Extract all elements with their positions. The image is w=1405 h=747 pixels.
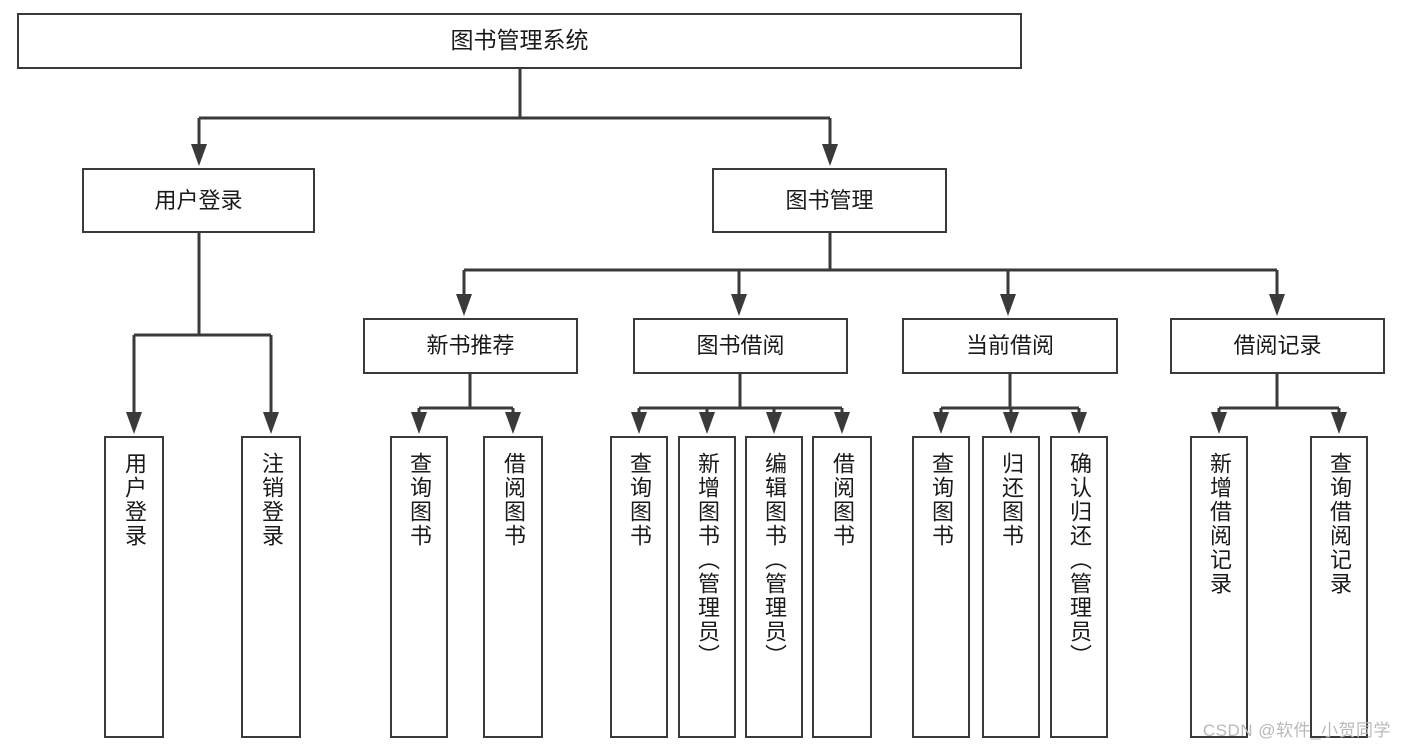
node-label: 查询图书 (407, 452, 432, 548)
node-label: 归还图书 (999, 452, 1024, 548)
node-label: 新增图书（管理员） (695, 452, 720, 668)
c-current-arrowhead-0 (933, 412, 949, 434)
node-l_q_rec[interactable]: 查询借阅记录 (1310, 436, 1368, 738)
c-current-arrowhead-1 (1003, 412, 1019, 434)
node-l_add_rec[interactable]: 新增借阅记录 (1190, 436, 1248, 738)
node-label: 图书借阅 (696, 333, 785, 359)
c-current-arrowhead-2 (1071, 412, 1087, 434)
node-n_user_login[interactable]: 用户登录 (82, 168, 315, 233)
c-records-arrowhead-1 (1331, 412, 1347, 434)
node-label: 借阅图书 (501, 452, 526, 548)
node-label: 确认归还（管理员） (1067, 452, 1092, 668)
node-label: 借阅图书 (830, 452, 855, 548)
node-label: 查询图书 (627, 452, 652, 548)
node-label: 用户登录 (122, 452, 147, 548)
c-borrow-arrowhead-1 (699, 412, 715, 434)
c-records-arrowhead-0 (1211, 412, 1227, 434)
node-label: 图书管理系统 (450, 27, 589, 54)
node-label: 新增借阅记录 (1207, 452, 1232, 596)
node-l_q_book_1[interactable]: 查询图书 (390, 436, 448, 738)
node-root[interactable]: 图书管理系统 (17, 13, 1022, 69)
node-l_borrow_1[interactable]: 借阅图书 (483, 436, 543, 738)
node-l_return[interactable]: 归还图书 (982, 436, 1040, 738)
node-l_q_book_3[interactable]: 查询图书 (912, 436, 970, 738)
node-label: 注销登录 (259, 452, 284, 548)
node-n_borrow[interactable]: 图书借阅 (633, 318, 848, 374)
node-n_book_mgmt[interactable]: 图书管理 (712, 168, 947, 233)
c-bookmgt-arrowhead-1 (731, 294, 747, 316)
c-bookmgt-arrowhead-3 (1269, 294, 1285, 316)
c-borrow-arrowhead-2 (766, 412, 782, 434)
c-newrec-arrowhead-1 (505, 412, 521, 434)
node-label: 查询借阅记录 (1327, 452, 1352, 596)
c-root-arrowhead-1 (822, 144, 838, 166)
c-borrow-arrowhead-3 (834, 412, 850, 434)
node-l_logout[interactable]: 注销登录 (241, 436, 301, 738)
node-label: 新书推荐 (426, 333, 515, 359)
c-newrec-arrowhead-0 (411, 412, 427, 434)
c-bookmgt-arrowhead-0 (456, 294, 472, 316)
node-l_borrow_2[interactable]: 借阅图书 (812, 436, 872, 738)
c-bookmgt-arrowhead-2 (1000, 294, 1016, 316)
csdn-watermark: CSDN @软件_小贺同学 (1202, 721, 1391, 740)
node-label: 编辑图书（管理员） (762, 452, 787, 668)
node-l_login[interactable]: 用户登录 (104, 436, 164, 738)
node-l_q_book_2[interactable]: 查询图书 (610, 436, 668, 738)
node-n_new_rec[interactable]: 新书推荐 (363, 318, 578, 374)
node-n_records[interactable]: 借阅记录 (1170, 318, 1385, 374)
node-l_add_book[interactable]: 新增图书（管理员） (678, 436, 736, 738)
node-label: 当前借阅 (965, 333, 1054, 359)
node-label: 查询图书 (929, 452, 954, 548)
node-l_edit_book[interactable]: 编辑图书（管理员） (745, 436, 803, 738)
node-label: 用户登录 (154, 187, 243, 213)
node-l_conf_return[interactable]: 确认归还（管理员） (1050, 436, 1108, 738)
node-n_current[interactable]: 当前借阅 (902, 318, 1118, 374)
c-login-arrowhead-0 (126, 412, 142, 434)
c-login-arrowhead-1 (263, 412, 279, 434)
c-root-arrowhead-0 (191, 144, 207, 166)
node-label: 借阅记录 (1233, 333, 1322, 359)
node-label: 图书管理 (785, 187, 874, 213)
c-borrow-arrowhead-0 (631, 412, 647, 434)
